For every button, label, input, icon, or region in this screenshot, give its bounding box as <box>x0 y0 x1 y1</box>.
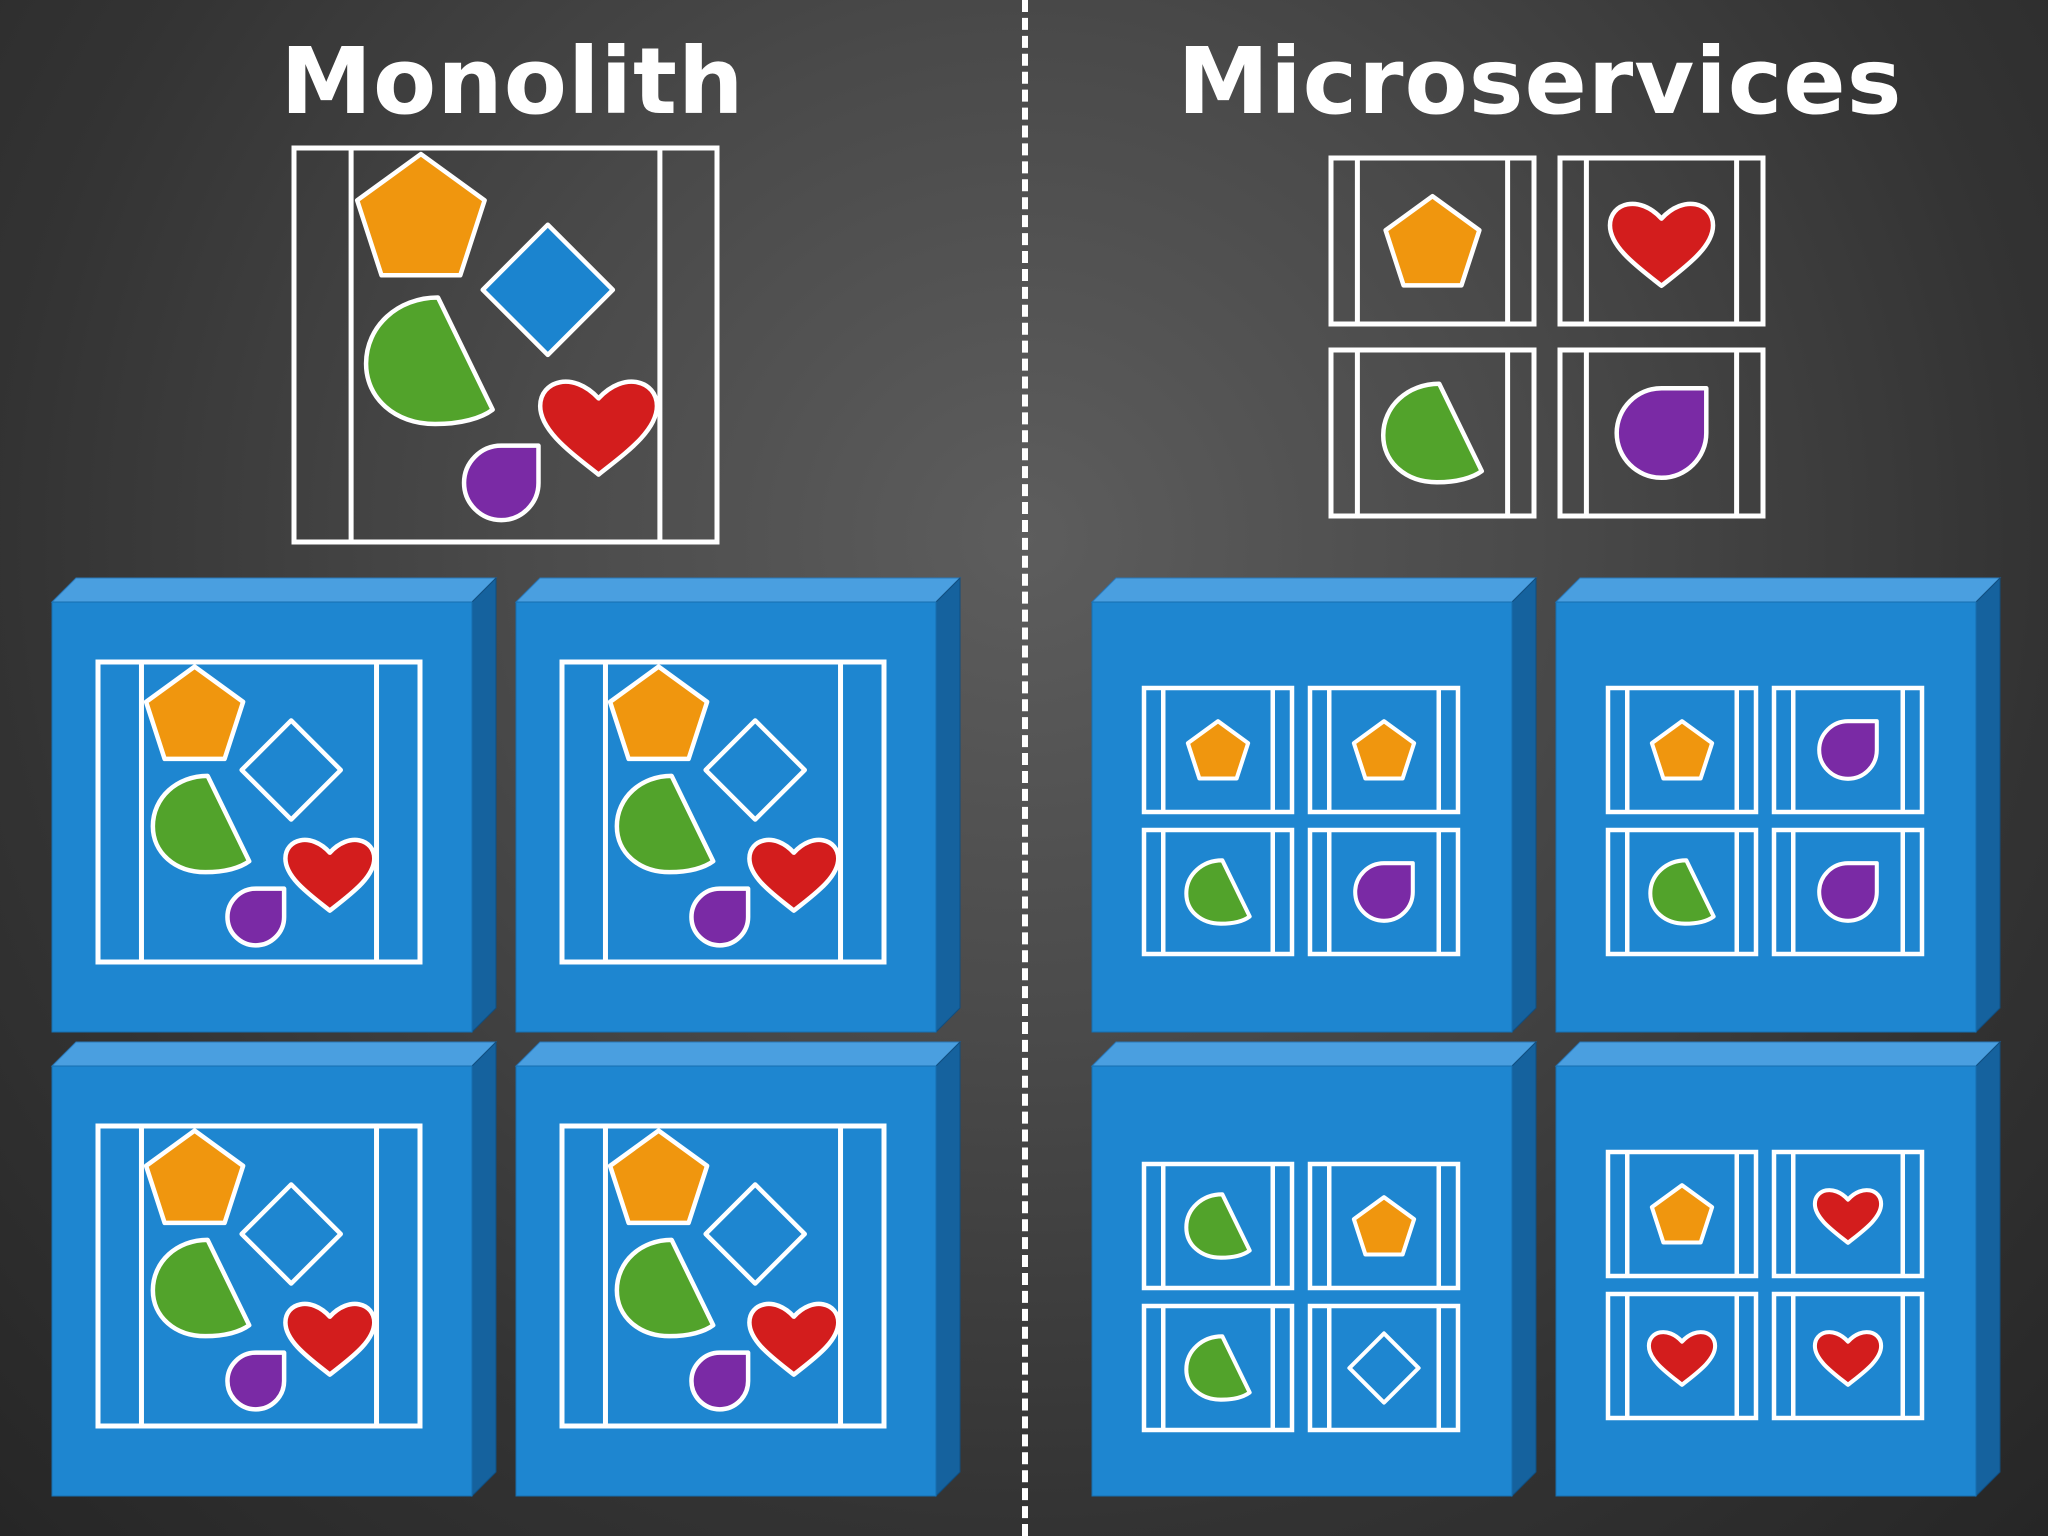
service-frame <box>1307 827 1461 957</box>
service-frame <box>1605 1291 1759 1421</box>
server-service-grid <box>1605 1149 1925 1421</box>
service-frame <box>1307 1303 1461 1433</box>
drop-icon <box>1817 861 1879 923</box>
heart-icon <box>283 1301 377 1377</box>
monolith-app <box>291 145 720 545</box>
server-service-grid <box>1141 1161 1461 1433</box>
pentagon-icon <box>1649 719 1715 781</box>
monolith-server <box>514 1040 962 1498</box>
wedge-icon <box>1380 381 1485 485</box>
pentagon-icon <box>143 664 246 762</box>
dashed-divider <box>1022 0 1028 1536</box>
service-frame <box>1307 685 1461 815</box>
monolith-app-instance <box>95 659 423 965</box>
drop-icon <box>689 1350 751 1412</box>
wedge-icon <box>614 773 716 875</box>
service-frame <box>1328 347 1537 519</box>
microservices-grid <box>1328 155 1766 519</box>
heart-icon <box>1607 201 1716 289</box>
drop-icon <box>1353 861 1415 923</box>
wedge-icon <box>614 1237 716 1339</box>
wedge-icon <box>150 773 252 875</box>
microservices-title: Microservices <box>1177 28 1903 135</box>
service-frame <box>1771 685 1925 815</box>
server-service-grid <box>1605 685 1925 957</box>
drop-icon <box>225 886 287 948</box>
heart-icon <box>1812 1188 1884 1245</box>
heart-icon <box>747 1301 841 1377</box>
diamond-outline-icon <box>1347 1331 1421 1405</box>
service-frame <box>1771 1291 1925 1421</box>
wedge-icon <box>1184 858 1252 926</box>
drop-icon <box>1817 719 1879 781</box>
monolith-title: Monolith <box>280 28 745 135</box>
heart-icon <box>1646 1330 1718 1387</box>
server-service-grid <box>1141 685 1461 957</box>
monolith-app-instance <box>559 659 887 965</box>
service-frame <box>1307 1161 1461 1291</box>
service-frame <box>1141 1303 1295 1433</box>
diamond-icon <box>480 222 616 358</box>
drop-icon <box>689 886 751 948</box>
service-frame <box>1328 155 1537 327</box>
monolith-server <box>50 576 498 1034</box>
service-frame <box>1557 347 1766 519</box>
diamond-outline-icon <box>703 718 807 822</box>
drop-icon <box>1614 385 1709 481</box>
service-frame <box>1141 827 1295 957</box>
service-frame <box>1605 827 1759 957</box>
wedge-icon <box>150 1237 252 1339</box>
microservices-server <box>1090 1040 1538 1498</box>
heart-icon <box>1812 1330 1884 1387</box>
pentagon-icon <box>1185 719 1251 781</box>
service-frame <box>1141 1161 1295 1291</box>
wedge-icon <box>363 295 495 427</box>
pentagon-icon <box>1383 193 1482 288</box>
diamond-outline-icon <box>239 1182 343 1286</box>
service-frame <box>1605 685 1759 815</box>
service-frame <box>1141 685 1295 815</box>
diamond-outline-icon <box>239 718 343 822</box>
service-frame <box>1557 155 1766 327</box>
monolith-server <box>50 1040 498 1498</box>
service-frame <box>1771 1149 1925 1279</box>
heart-icon <box>537 379 660 477</box>
wedge-icon <box>1184 1334 1252 1402</box>
wedge-icon <box>1648 858 1716 926</box>
pentagon-icon <box>1351 719 1417 781</box>
monolith-app-instance <box>559 1123 887 1429</box>
pentagon-icon <box>607 664 710 762</box>
pentagon-icon <box>143 1128 246 1226</box>
microservices-server <box>1554 1040 2002 1498</box>
pentagon-icon <box>607 1128 710 1226</box>
microservices-server <box>1090 576 1538 1034</box>
heart-icon <box>747 837 841 913</box>
service-frame <box>1605 1149 1759 1279</box>
drop-icon <box>461 443 541 523</box>
diamond-outline-icon <box>703 1182 807 1286</box>
monolith-server <box>514 576 962 1034</box>
service-frame <box>1771 827 1925 957</box>
wedge-icon <box>1184 1192 1252 1260</box>
monolith-app-instance <box>95 1123 423 1429</box>
heart-icon <box>283 837 377 913</box>
pentagon-icon <box>1351 1195 1417 1257</box>
drop-icon <box>225 1350 287 1412</box>
microservices-server <box>1554 576 2002 1034</box>
pentagon-icon <box>354 151 487 278</box>
pentagon-icon <box>1649 1183 1715 1245</box>
